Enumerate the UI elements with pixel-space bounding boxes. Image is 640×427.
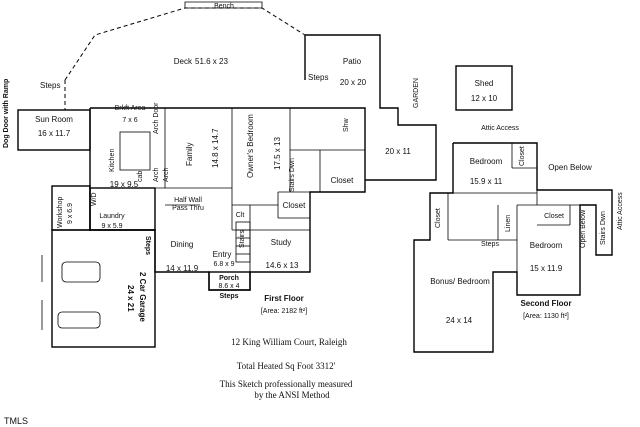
linen-label: Linen xyxy=(505,215,512,232)
study-dims: 14.6 x 13 xyxy=(266,261,299,270)
half-wall-label: Half Wall xyxy=(174,197,202,204)
shed-label: Shed xyxy=(475,79,494,88)
garden-label: GARDEN xyxy=(413,78,420,108)
first-floor-area: [Area: 2182 ft²] xyxy=(261,308,307,315)
arch-opening-2: Arch xyxy=(163,168,170,183)
address-text: 12 King William Court, Raleigh xyxy=(231,337,347,347)
shed-outline xyxy=(455,65,513,111)
bonus-dims: 24 x 14 xyxy=(446,316,473,325)
laundry-label: Laundry xyxy=(99,213,125,220)
arch-door-label: Arch Door xyxy=(153,102,160,134)
sun-room-label: Sun Room xyxy=(35,115,73,124)
closet-clt-label: Clt xyxy=(236,212,245,219)
closet-1-label: Closet xyxy=(519,146,526,166)
bench-label: Bench xyxy=(214,3,234,10)
entry-dims: 6.8 x 9 xyxy=(213,261,234,268)
second-floor-title: Second Floor xyxy=(520,299,571,308)
washer-dryer-label: W/D xyxy=(91,192,98,206)
stairs-down-label: Stairs Dwn xyxy=(289,158,296,192)
deck-label: Deck xyxy=(174,57,193,66)
workshop-label: Workshop xyxy=(57,197,64,228)
garage-cars xyxy=(41,255,101,330)
total-heated-text: Total Heated Sq Foot 3312' xyxy=(237,361,336,371)
stairs-down-label-2: Stairs Dwn xyxy=(600,211,607,245)
workshop-dims: 9 x 6.9 xyxy=(67,203,74,224)
owners-closet-label: Closet xyxy=(331,176,354,185)
closet-2-label: Closet xyxy=(544,213,564,220)
dog-door-label: Dog Door with Ramp xyxy=(3,79,10,148)
entry-label: Entry xyxy=(213,250,232,259)
attic-access-right: Attic Access xyxy=(617,192,624,230)
first-floor-walls xyxy=(17,107,366,348)
shower-label: Shw xyxy=(343,117,350,132)
stairs-label: Stairs xyxy=(239,230,246,248)
laundry-dims: 9 x 5.9 xyxy=(101,223,122,230)
first-floor-title: First Floor xyxy=(264,294,304,303)
garage-dims: 24 x 21 xyxy=(126,285,135,312)
bench-shape xyxy=(184,1,263,9)
owners-bedroom-dims: 17.5 x 13 xyxy=(273,137,282,170)
bedroom-2-dims: 15 x 11.9 xyxy=(530,264,563,273)
pass-thru-label: Pass Thru xyxy=(172,205,204,212)
open-below-2: Open Below xyxy=(580,209,587,248)
porch-dims: 8.6 x 4 xyxy=(218,283,239,290)
deck-steps-label: Steps xyxy=(40,81,60,90)
kitchen-label: Kitchen xyxy=(109,149,116,172)
porch-label: Porch xyxy=(219,275,239,282)
garage-label: 2 Car Garage xyxy=(138,272,147,322)
arch-opening-1: Arch xyxy=(153,168,160,183)
sketch-note-2: by the ANSI Method xyxy=(254,390,330,400)
patio-dims: 20 x 20 xyxy=(340,78,367,87)
cabinet-label: cab xyxy=(137,171,144,182)
attic-access-top: Attic Access xyxy=(481,125,519,132)
bonus-label-line: Bonus/ Bedroom xyxy=(430,277,490,286)
kitchen-dims: 19 x 9.5 xyxy=(110,180,139,189)
family-dims: 14.8 x 14.7 xyxy=(211,128,220,168)
dining-dims: 14 x 11.9 xyxy=(166,264,199,273)
open-below-1: Open Below xyxy=(548,163,592,172)
front-steps-label: Steps xyxy=(219,293,238,300)
bath-closet-label: Closet xyxy=(283,201,306,210)
patio-steps-label: Steps xyxy=(308,73,328,82)
deck-dims: 51.6 x 23 xyxy=(195,57,228,66)
brkft-dims: 7 x 6 xyxy=(122,117,137,124)
bedroom-1-dims: 15.9 x 11 xyxy=(470,177,503,186)
patio-label: Patio xyxy=(343,57,362,66)
bedroom-1-label: Bedroom xyxy=(470,157,503,166)
closet-left-label: Closet xyxy=(435,208,442,228)
garage-steps-label: Steps xyxy=(144,236,151,255)
brkft-area-label: Brkft Area xyxy=(115,105,146,112)
patio-outline xyxy=(304,34,437,181)
study-label: Study xyxy=(271,238,291,247)
patio-extension-dims: 20 x 11 xyxy=(385,147,411,156)
mls-watermark: TMLS xyxy=(4,416,28,426)
second-floor-walls xyxy=(413,142,613,353)
family-label: Family xyxy=(185,142,194,166)
second-floor-area: [Area: 1130 ft²] xyxy=(523,313,569,320)
owners-bedroom-label: Owner's Bedroom xyxy=(246,114,255,178)
second-floor-steps: Steps xyxy=(481,241,499,248)
sketch-note-1: This Sketch professionally measured xyxy=(220,379,353,389)
bedroom-2-label: Bedroom xyxy=(530,241,563,250)
sun-room-dims: 16 x 11.7 xyxy=(38,129,71,138)
dining-label: Dining xyxy=(171,240,194,249)
shed-dims: 12 x 10 xyxy=(471,94,498,103)
